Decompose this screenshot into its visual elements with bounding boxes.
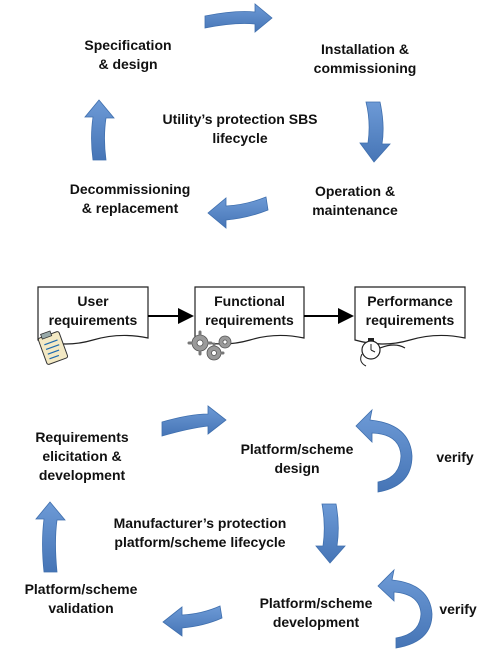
cycle2-arrow-bottom [162, 605, 223, 637]
doc-performance-line1: Performance [367, 293, 453, 309]
cycle-arrow-bottom [207, 196, 269, 229]
stage-req-line3: development [38, 467, 126, 483]
stage-design-line1: Platform/scheme [240, 441, 354, 457]
stage-validation-line1: Platform/scheme [24, 581, 138, 597]
top-cycle-title-line2: lifecycle [212, 130, 268, 146]
stage-specification-design: Specification & design [58, 36, 198, 74]
stage-decommissioning-line2: & replacement [81, 200, 179, 216]
stage-installation-line1: Installation & [321, 41, 409, 57]
cycle2-arrow-left [35, 501, 66, 573]
stage-design-line2: design [274, 460, 320, 476]
cycle-arrow-left [84, 99, 115, 161]
top-cycle-title-line1: Utility’s protection SBS [162, 111, 318, 127]
bottom-cycle-title-line2: platform/scheme lifecycle [114, 534, 286, 550]
stage-development-line2: development [272, 614, 360, 630]
stage-req-line1: Requirements [35, 429, 129, 445]
cycle2-arrow-top [161, 405, 227, 437]
doc-user-line1: User [77, 293, 109, 309]
stage-operation-maintenance: Operation & maintenance [290, 182, 420, 220]
doc-user-requirements: User requirements [38, 292, 148, 330]
verify-label-top: verify [436, 449, 474, 465]
stopwatch-icon [360, 338, 406, 367]
stage-decommissioning-line1: Decommissioning [69, 181, 191, 197]
stage-specification-line1: Specification [84, 37, 172, 53]
stage-validation-line2: validation [48, 600, 114, 616]
gears-icon [187, 330, 232, 361]
stage-req-line2: elicitation & [42, 448, 122, 464]
doc-functional-requirements: Functional requirements [195, 292, 304, 330]
stage-operation-line2: maintenance [312, 202, 398, 218]
verify-loop-top [355, 408, 413, 493]
bottom-cycle-title-line1: Manufacturer’s protection [113, 515, 287, 531]
doc-functional-line1: Functional [214, 293, 285, 309]
stage-platform-development: Platform/scheme development [246, 594, 386, 632]
verify-label-bottom: verify [439, 601, 477, 617]
bottom-cycle-title: Manufacturer’s protection platform/schem… [90, 514, 310, 552]
cycle2-arrow-right [315, 503, 346, 564]
verify-loop-bottom [377, 568, 433, 649]
stage-platform-design: Platform/scheme design [232, 440, 362, 478]
top-cycle-title: Utility’s protection SBS lifecycle [140, 110, 340, 148]
stage-requirements-elicitation: Requirements elicitation & development [12, 428, 152, 485]
cycle-arrow-right [359, 101, 391, 163]
stage-specification-line2: & design [98, 56, 158, 72]
doc-performance-line2: requirements [365, 312, 455, 328]
stage-installation-line2: commissioning [313, 60, 417, 76]
cycle-arrow-top [204, 3, 273, 33]
stage-development-line1: Platform/scheme [259, 595, 373, 611]
stage-operation-line1: Operation & [314, 183, 396, 199]
stage-platform-validation: Platform/scheme validation [6, 580, 156, 618]
doc-functional-line2: requirements [205, 312, 294, 328]
clipboard-icon [37, 330, 69, 365]
stage-decommissioning-replacement: Decommissioning & replacement [50, 180, 210, 218]
stage-installation-commissioning: Installation & commissioning [300, 40, 430, 78]
doc-performance-requirements: Performance requirements [355, 292, 465, 330]
doc-user-line2: requirements [48, 312, 138, 328]
